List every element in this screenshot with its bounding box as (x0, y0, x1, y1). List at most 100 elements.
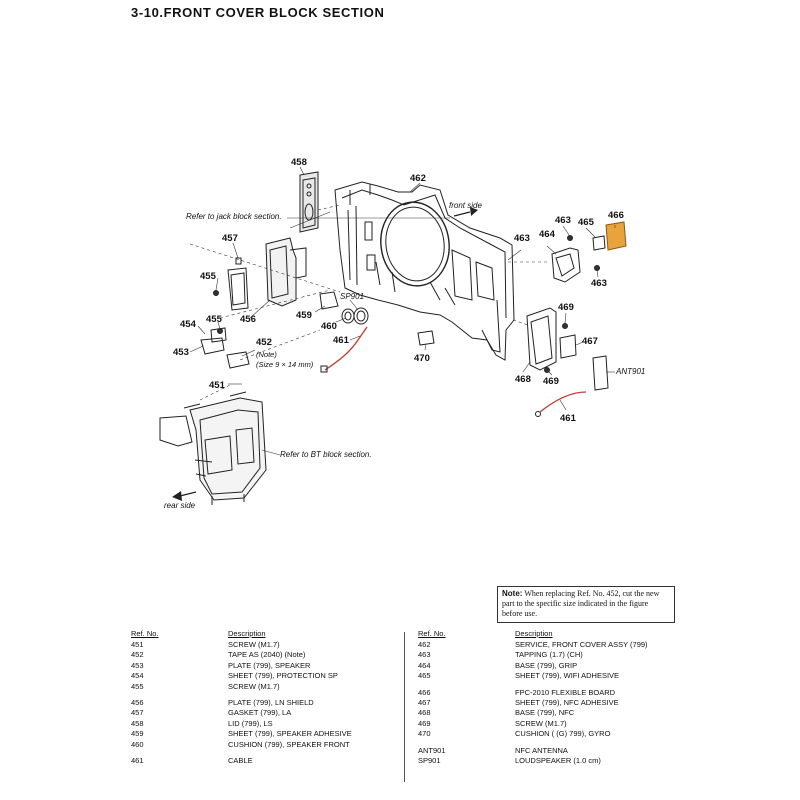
description-cell: TAPPING (1.7) (CH) (515, 650, 583, 660)
ref-451: 451 (209, 380, 226, 391)
ref-461-right: 461 (560, 413, 577, 424)
description-header: Description (515, 629, 553, 638)
ref-cell: 468 (418, 708, 431, 718)
table-row: 465 SHEET (799), WIFI ADHESIVE (418, 671, 685, 681)
description-cell: LID (799), LS (228, 718, 273, 728)
table-row: 452 TAPE AS (2040) (Note) (131, 650, 398, 660)
description-cell: GASKET (799), LA (228, 708, 292, 718)
size-marker: (Size 9 × 14 mm) (256, 360, 314, 369)
description-cell: CUSHION ( (G) 799), GYRO (515, 729, 611, 739)
ref-452: 452 (256, 337, 272, 348)
ref-463-a: 463 (514, 233, 530, 244)
note-label: Note: (502, 589, 523, 598)
description-cell: FPC-2010 FLEXIBLE BOARD (515, 687, 616, 697)
ref-cell: 465 (418, 671, 431, 681)
ref-453: 453 (173, 347, 189, 358)
ref-cell: 463 (418, 650, 431, 660)
ref-468: 468 (515, 374, 531, 385)
rear-block-assembly (159, 391, 267, 505)
ref-466: 466 (608, 210, 624, 221)
ref-cell: 458 (131, 718, 144, 728)
ref-no-header: Ref. No. (418, 629, 446, 638)
cushion-470 (417, 330, 435, 346)
ref-467: 467 (582, 336, 598, 347)
ref-cell: ANT901 (418, 745, 446, 755)
description-cell: BASE (799), GRIP (515, 660, 578, 670)
ref-470: 470 (414, 353, 430, 364)
ref-no-header: Ref. No. (131, 629, 159, 638)
front-cover-462 (334, 181, 515, 361)
ref-457: 457 (222, 233, 238, 244)
ref-454: 454 (180, 319, 197, 330)
table-row: 468 BASE (799), NFC (418, 708, 685, 718)
ref-461-left: 461 (333, 335, 350, 346)
description-header: Description (228, 629, 266, 638)
table-row: 463 TAPPING (1.7) (CH) (418, 650, 685, 660)
ref-469-lower: 469 (543, 376, 559, 387)
ref-cell: 467 (418, 697, 431, 707)
ref-456: 456 (240, 314, 256, 325)
description-cell: PLATE (799), SPEAKER (228, 660, 311, 670)
ref-cell: 455 (131, 681, 144, 691)
description-cell: SHEET (799), WIFI ADHESIVE (515, 671, 620, 681)
front-side-arrow (453, 207, 478, 217)
nfc-base-468 (526, 307, 577, 373)
ant901-label: ANT901 (615, 367, 645, 376)
grip-base-464 (551, 221, 627, 283)
note-text: When replacing Ref. No. 452, cut the new… (502, 589, 660, 618)
ref-458: 458 (291, 157, 307, 168)
ref-cell: 454 (131, 671, 144, 681)
ref-cell: 470 (418, 729, 431, 739)
antenna-ant901 (535, 355, 609, 417)
table-row: 454 SHEET (799), PROTECTION SP (131, 671, 398, 681)
table-row: 469 SCREW (M1.7) (418, 719, 685, 729)
description-cell: LOUDSPEAKER (1.0 cm) (515, 755, 601, 765)
plate-456-assembly (213, 237, 307, 334)
leader-lines (189, 166, 616, 456)
table-row: 470 CUSHION ( (G) 799), GYRO (418, 729, 685, 739)
ref-463-c: 463 (591, 278, 607, 289)
description-cell: SCREW (M1.7) (515, 718, 567, 728)
description-cell: SHEET (799), PROTECTION SP (228, 671, 338, 681)
page-title: 3-10.FRONT COVER BLOCK SECTION (131, 5, 385, 20)
ref-463-b: 463 (555, 215, 571, 226)
description-cell: SHEET (799), SPEAKER ADHESIVE (228, 729, 352, 739)
note-marker: (Note) (256, 350, 277, 359)
lid-458 (299, 171, 319, 233)
ref-459: 459 (296, 310, 312, 321)
description-cell: CABLE (228, 755, 253, 765)
description-cell: TAPE AS (2040) (Note) (228, 650, 306, 660)
description-cell: BASE (799), NFC (515, 708, 575, 718)
ref-464: 464 (539, 229, 556, 240)
sp901-label: SP901 (340, 292, 364, 301)
description-cell: CUSHION (799), SPEAKER FRONT (228, 739, 350, 749)
ref-455-upper: 455 (200, 271, 217, 282)
exploded-view-diagram: 458 462 457 455 455 456 454 453 452 451 … (159, 157, 645, 510)
table-divider (404, 632, 405, 782)
refer-bt-note: Refer to BT block section. (280, 450, 372, 459)
ref-cell: 452 (131, 650, 144, 660)
ref-cell: 462 (418, 640, 431, 649)
ref-462: 462 (410, 173, 426, 184)
ref-cell: 469 (418, 718, 431, 728)
ref-cell: 464 (418, 660, 431, 670)
front-side-label: front side (449, 201, 482, 210)
ref-469-upper: 469 (558, 302, 574, 313)
table-row: 464 BASE (799), GRIP (418, 661, 685, 671)
speaker-sp901 (319, 291, 369, 325)
ref-cell: 456 (131, 697, 144, 707)
description-cell: SHEET (799), NFC ADHESIVE (515, 697, 619, 707)
cable-461-left (320, 326, 368, 373)
